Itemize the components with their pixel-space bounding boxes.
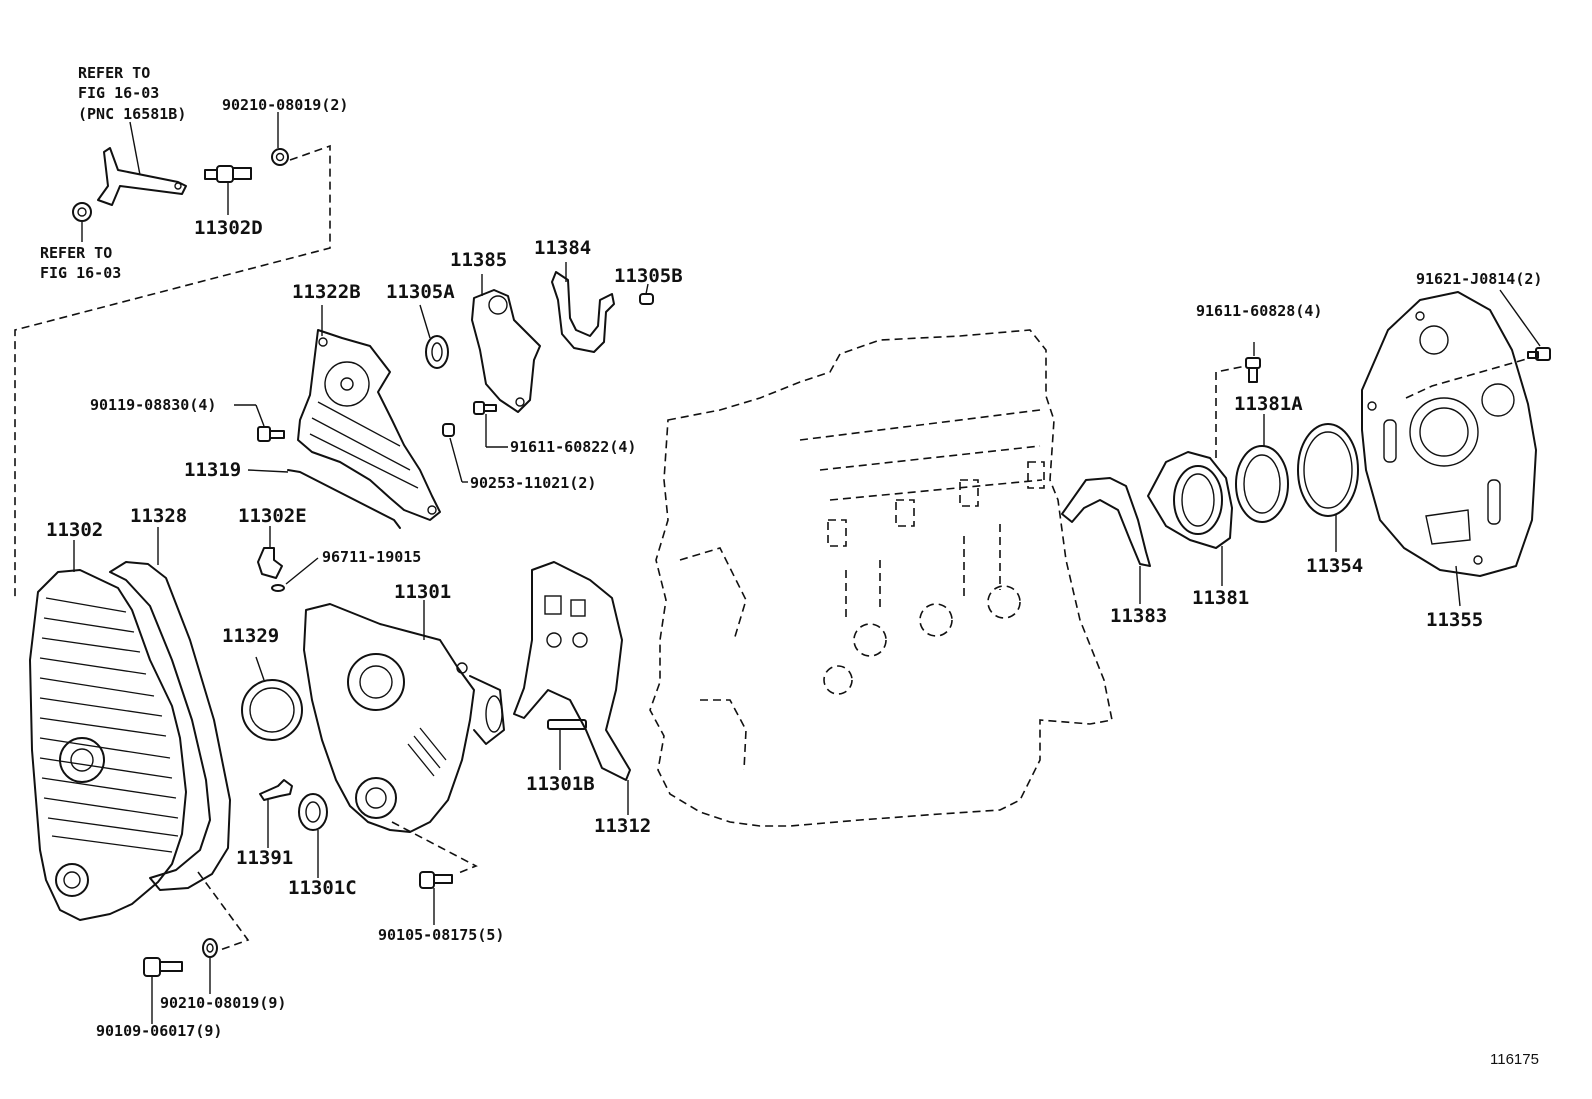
nut-part-small xyxy=(72,202,92,242)
label-11302D: 11302D xyxy=(194,217,263,239)
gasket-11328 xyxy=(109,527,231,891)
label-91621-J0814: 91621-J0814(2) xyxy=(1416,270,1542,288)
label-11384: 11384 xyxy=(534,237,591,259)
engine-block-outline xyxy=(649,329,1113,827)
label-91611-60828: 91611-60828(4) xyxy=(1196,302,1322,320)
upper-timing-cover xyxy=(297,305,441,521)
label-11301C: 11301C xyxy=(288,877,357,899)
label-11329: 11329 xyxy=(222,625,279,647)
seal-11305A xyxy=(419,304,449,369)
label-90109-06017: 90109-06017(9) xyxy=(96,1022,222,1040)
timing-case-11301 xyxy=(303,600,505,833)
gasket-11383 xyxy=(1061,477,1151,604)
label-11354: 11354 xyxy=(1306,555,1363,577)
bolt-91611-60828 xyxy=(1245,342,1261,383)
dashed-case-line xyxy=(391,821,478,875)
timing-cover-11302 xyxy=(29,540,187,921)
label-11312: 11312 xyxy=(594,815,651,837)
label-90119-08830: 90119-08830(4) xyxy=(90,396,216,414)
gasket-11312 xyxy=(513,561,631,815)
dowel-90253 xyxy=(442,423,468,483)
part-labels: 90210-08019(2) 11302D 11322B 11305A 1138… xyxy=(46,96,1542,1040)
cover-11329 xyxy=(241,656,303,741)
retainer-11381 xyxy=(1147,365,1247,586)
label-96711-19015: 96711-19015 xyxy=(322,548,421,566)
dashed-fastener-line xyxy=(197,871,250,951)
label-11381A: 11381A xyxy=(1234,393,1303,415)
label-11301B: 11301B xyxy=(526,773,595,795)
label-11383: 11383 xyxy=(1110,605,1167,627)
refer-note-bottom: REFER TO FIG 16-03 xyxy=(40,244,121,282)
refer-top-line1: REFER TO xyxy=(78,64,150,82)
label-11328: 11328 xyxy=(130,505,187,527)
pin-11305B xyxy=(639,283,654,305)
bolt-91611-60822 xyxy=(473,401,508,448)
label-11381: 11381 xyxy=(1192,587,1249,609)
stud-11301B xyxy=(547,719,587,770)
refer-top-line2: FIG 16-03 xyxy=(78,84,159,102)
sensor-11391 xyxy=(259,779,293,848)
bolt-90105 xyxy=(419,871,453,925)
label-90210-08019-bottom: 90210-08019(9) xyxy=(160,994,286,1012)
seal-11354 xyxy=(1297,423,1359,552)
bracket-11385 xyxy=(471,274,541,413)
label-11301: 11301 xyxy=(394,581,451,603)
seal-11301C xyxy=(298,793,328,878)
bolt-90109 xyxy=(143,957,183,1024)
label-11319: 11319 xyxy=(184,459,241,481)
washer-90210-top xyxy=(271,112,289,166)
refer-note-top: REFER TO FIG 16-03 (PNC 16581B) xyxy=(78,64,186,123)
plate-11355 xyxy=(1361,291,1537,607)
label-11305A: 11305A xyxy=(386,281,455,303)
bracket-part xyxy=(97,121,187,206)
gasket-11384 xyxy=(551,262,615,353)
label-90210-08019-top: 90210-08019(2) xyxy=(222,96,348,114)
dashed-assembly-line xyxy=(14,144,331,598)
label-11302: 11302 xyxy=(46,519,103,541)
label-11322B: 11322B xyxy=(292,281,361,303)
washer-90210-bottom xyxy=(202,938,218,994)
label-90253-11021: 90253-11021(2) xyxy=(470,474,596,492)
label-90105-08175: 90105-08175(5) xyxy=(378,926,504,944)
bolt-90119 xyxy=(234,404,285,442)
bolt-91621-J0814 xyxy=(1499,289,1551,361)
label-11305B: 11305B xyxy=(614,265,683,287)
label-11391: 11391 xyxy=(236,847,293,869)
refer-bottom-line1: REFER TO xyxy=(40,244,112,262)
refer-top-line3: (PNC 16581B) xyxy=(78,105,186,123)
stud-11302D xyxy=(204,165,252,215)
seal-11381A xyxy=(1235,414,1289,523)
refer-bottom-line2: FIG 16-03 xyxy=(40,264,121,282)
label-11355: 11355 xyxy=(1426,609,1483,631)
label-91611-60822: 91611-60822(4) xyxy=(510,438,636,456)
label-11385: 11385 xyxy=(450,249,507,271)
dipstick-guide-11319 xyxy=(247,469,401,529)
figure-number: 116175 xyxy=(1490,1051,1539,1068)
fitting-11302E xyxy=(257,526,319,592)
label-11302E: 11302E xyxy=(238,505,307,527)
